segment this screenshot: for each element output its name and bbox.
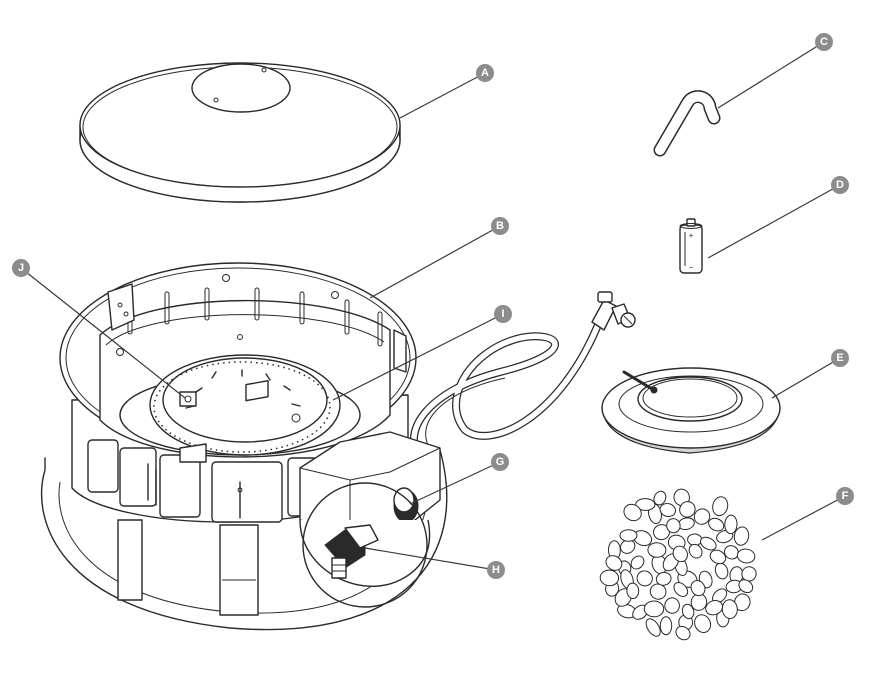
- glass-pebble: [721, 599, 738, 619]
- glass-pebble: [630, 555, 645, 570]
- glass-pebble: [666, 518, 681, 534]
- gas-hose: [410, 316, 604, 462]
- glass-pebble: [659, 503, 677, 517]
- glass-pebble: [599, 569, 620, 587]
- callout-label-c: C: [820, 36, 828, 48]
- battery-minus-sign: −: [689, 263, 694, 272]
- callout-label-f: F: [842, 490, 849, 502]
- callout-badge-g: G: [491, 453, 509, 471]
- glass-pebble: [681, 603, 695, 620]
- glass-pebble: [708, 517, 725, 532]
- glass-pebble: [659, 616, 673, 636]
- glass-pebble: [733, 526, 750, 546]
- callout-label-j: J: [18, 262, 24, 274]
- glass-pebble: [664, 597, 680, 614]
- callout-label-a: A: [481, 67, 489, 79]
- glass-pebble: [714, 562, 729, 580]
- glass-pebble: [643, 600, 665, 618]
- glass-pebble: [672, 545, 688, 563]
- callout-badge-d: D: [831, 176, 849, 194]
- callout-label-b: B: [496, 220, 504, 232]
- callout-label-d: D: [836, 179, 844, 191]
- glass-pebble: [679, 501, 696, 518]
- callout-badge-f: F: [836, 487, 854, 505]
- part-f-fire-glass: [599, 488, 757, 641]
- glass-pebble: [619, 529, 638, 542]
- part-a-lid: [79, 62, 401, 203]
- glass-pebble: [673, 582, 689, 597]
- part-d-battery: + −: [679, 218, 703, 274]
- glass-pebble: [647, 542, 667, 558]
- callout-badge-a: A: [476, 64, 494, 82]
- glass-pebble: [693, 508, 711, 525]
- glass-pebble: [724, 514, 738, 535]
- glass-pebble: [635, 498, 656, 511]
- glass-pebble: [734, 593, 751, 612]
- callout-badge-b: B: [491, 217, 509, 235]
- callout-leaders: [20, 41, 846, 571]
- glass-pebble: [705, 600, 724, 616]
- glass-pebble: [645, 618, 661, 637]
- fire-pit-assembly: [40, 262, 448, 631]
- glass-pebble: [700, 536, 717, 551]
- callout-badge-i: I: [494, 305, 512, 323]
- battery-plus-sign: +: [689, 231, 694, 240]
- glass-pebble: [694, 614, 712, 633]
- callout-badge-e: E: [831, 349, 849, 367]
- callout-label-e: E: [836, 352, 843, 364]
- glass-pebble: [620, 539, 636, 554]
- glass-pebble: [655, 571, 672, 586]
- glass-pebble: [712, 496, 729, 517]
- glass-pebble: [675, 625, 691, 641]
- glass-pebble: [636, 570, 653, 587]
- glass-pebble: [709, 549, 727, 565]
- callout-label-i: I: [501, 308, 504, 320]
- regulator: [591, 291, 636, 331]
- glass-pebble: [688, 543, 703, 559]
- callout-badge-c: C: [815, 33, 833, 51]
- glass-pebble: [736, 548, 756, 564]
- callout-badge-h: H: [487, 561, 505, 579]
- wall-slots: [127, 287, 383, 347]
- glass-pebble: [738, 579, 754, 594]
- callout-label-g: G: [496, 456, 505, 468]
- callout-label-h: H: [492, 564, 500, 576]
- part-c-hook: [653, 90, 721, 157]
- callout-badge-j: J: [12, 259, 30, 277]
- glass-pebble: [653, 490, 667, 506]
- glass-pebble: [605, 555, 623, 571]
- glass-pebble: [690, 580, 706, 597]
- glass-pebble: [623, 503, 642, 522]
- glass-pebble: [626, 582, 640, 599]
- part-e-ring: [601, 367, 781, 454]
